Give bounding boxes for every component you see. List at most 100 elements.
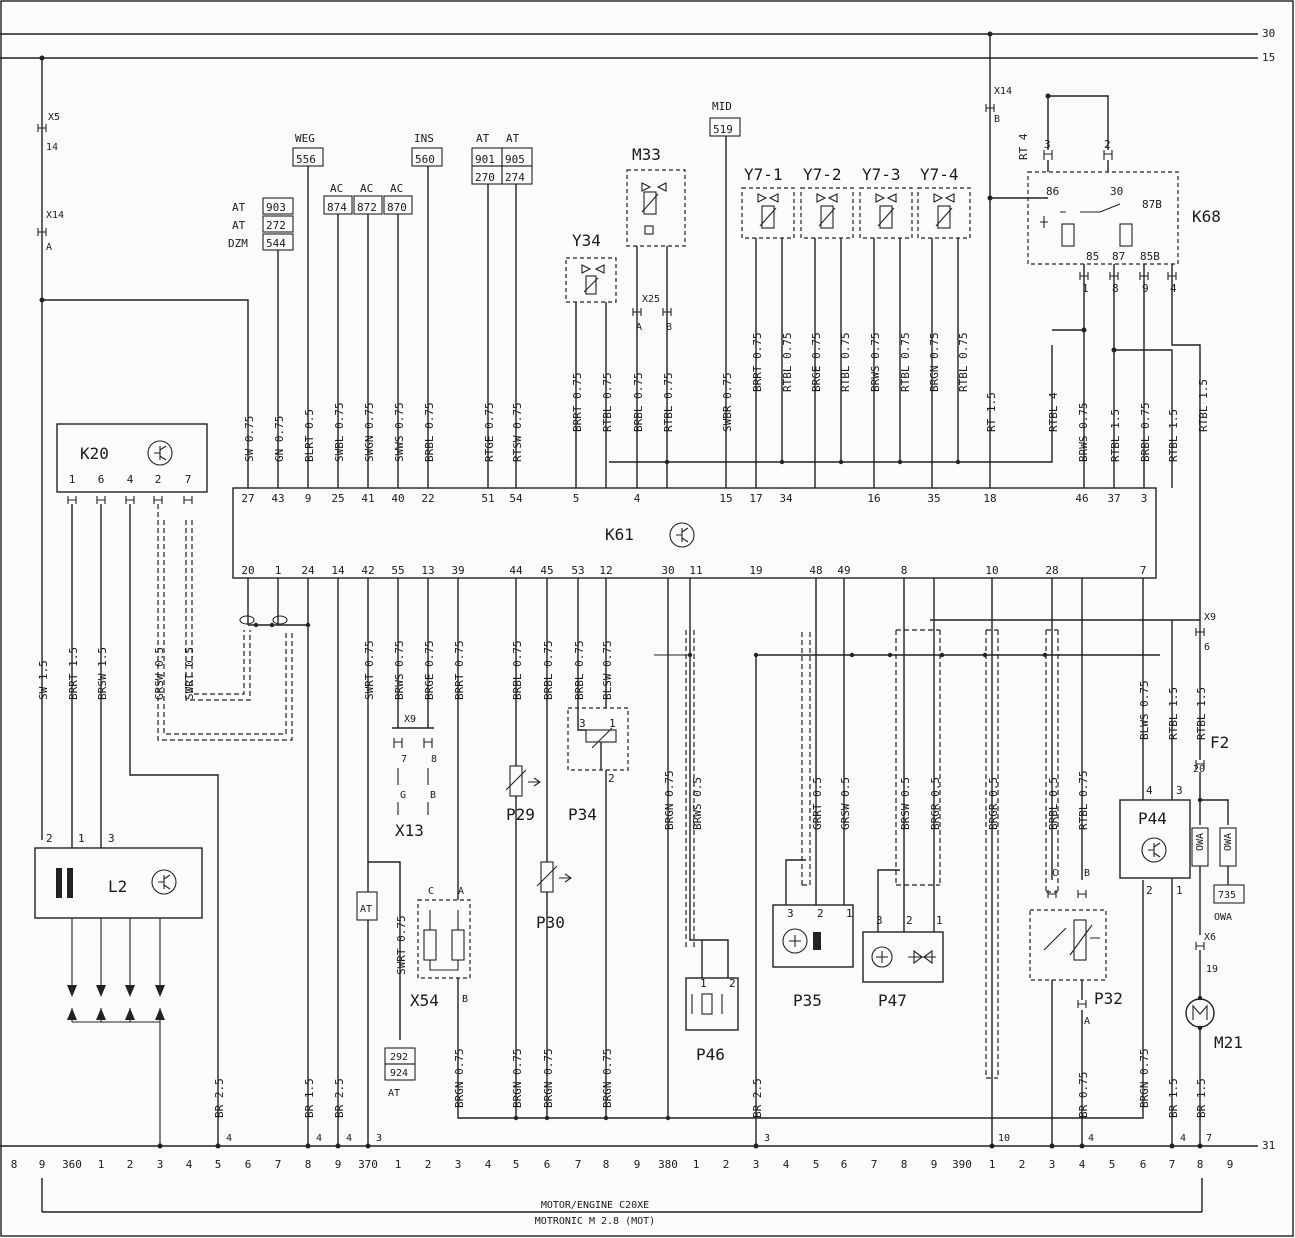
l2-transistor-icon (151, 869, 177, 895)
title-line-2: MOTRONIC M 2.8 (MOT) (535, 1216, 655, 1227)
wire-label: BRBL 0.75 (542, 640, 555, 700)
k68-label: K68 (1192, 207, 1221, 226)
ref-dzm: DZM (228, 237, 248, 250)
k61-bottom-pin: 39 (451, 564, 464, 577)
p47-pin: 3 (876, 914, 883, 927)
p34-pin: 3 (579, 717, 586, 730)
wire-label: BRBL 0.75 (573, 640, 586, 700)
bus-number: 380 (658, 1158, 678, 1171)
k61-top-pin: 35 (927, 492, 940, 505)
wire-label: BRWS 0.75 (1077, 402, 1090, 462)
wire-label: RTBL 1.5 (1197, 379, 1210, 432)
bus-number: 2 (1019, 1158, 1026, 1171)
x14a-pin: A (46, 242, 52, 253)
p32-c: C (1052, 868, 1058, 879)
x54-label: X54 (410, 991, 439, 1010)
k61-bottom-pin: 1 (275, 564, 282, 577)
k61-top-pin: 51 (481, 492, 494, 505)
bus-number: 6 (245, 1158, 252, 1171)
bus-number: 4 (1079, 1158, 1086, 1171)
k20-pin: 6 (98, 473, 105, 486)
p44-pin: 4 (1146, 784, 1153, 797)
ground-rail-label: 31 (1262, 1139, 1275, 1152)
wire-label: RTBL 1.5 (1195, 687, 1208, 740)
k61-bottom-pin: 11 (689, 564, 702, 577)
component-p46: P46 (654, 578, 739, 1118)
k61-top-pin: 54 (509, 492, 523, 505)
wire-label: SWRT 0.5 (183, 647, 196, 700)
wire-label: SWBL 0.75 (333, 402, 346, 462)
l2-pin: 3 (108, 832, 115, 845)
bus-number: 3 (1049, 1158, 1056, 1171)
k61-bottom-pin: 45 (540, 564, 553, 577)
p32-a: A (1084, 1016, 1090, 1027)
wire-label: RTBL 0.75 (601, 372, 614, 432)
ground-tap: 3 (764, 1133, 770, 1144)
wire-label: BRGR 0.5 (987, 777, 1000, 830)
component-l2: L2 (34, 847, 203, 919)
p29-label: P29 (506, 805, 535, 824)
k20-pin: 1 (69, 473, 76, 486)
p47-pin: 1 (936, 914, 943, 927)
k20-pin: 2 (155, 473, 162, 486)
bus-number: 9 (1227, 1158, 1234, 1171)
bus-number: 3 (455, 1158, 462, 1171)
k61-bottom-pin: 14 (331, 564, 345, 577)
p47-pin: 2 (906, 914, 913, 927)
ref-ac-box: 874 (327, 201, 347, 214)
component-p44: P44 (1119, 578, 1191, 1149)
bus-number: 5 (513, 1158, 520, 1171)
x13-label: X13 (395, 821, 424, 840)
k20-pin: 4 (127, 473, 134, 486)
k61-bottom-pin: 24 (301, 564, 315, 577)
k61-bottom-pin: 28 (1045, 564, 1058, 577)
rail-30: 30 (0, 27, 1275, 40)
wire-label: BRRT 0.75 (751, 332, 764, 392)
wire-label: RTBL 1.5 (1167, 687, 1180, 740)
wire-label: RTBL 0.75 (662, 372, 675, 432)
f2-pin: 20 (1193, 764, 1205, 775)
bus-number: 1 (989, 1158, 996, 1171)
injector-label: Y7-2 (803, 165, 842, 184)
x54-b: B (462, 994, 468, 1005)
wire-label: BRGE 0.75 (423, 640, 436, 700)
k61-top-pin: 37 (1107, 492, 1120, 505)
component-m21: M21 (1185, 995, 1243, 1149)
ground-tap: 4 (1088, 1133, 1094, 1144)
ref-292-at: AT (388, 1088, 400, 1099)
k61-top-pin: 40 (391, 492, 404, 505)
bus-number: 3 (157, 1158, 164, 1171)
wire-label: BR 2.5 (751, 1078, 764, 1118)
p46-label: P46 (696, 1045, 725, 1064)
wire-label: BRBL 0.75 (632, 372, 645, 432)
ref-556: 556 (296, 153, 316, 166)
ref-at1: AT (232, 201, 246, 214)
ground-tap: 4 (226, 1133, 232, 1144)
wire-label: BRBL 0.5 (1047, 777, 1060, 830)
bus-number: 5 (813, 1158, 820, 1171)
wire-label: BRGN 0.75 (511, 1048, 524, 1108)
component-x54: C A B X54 (410, 578, 1144, 1119)
wire-label: RT 4 (1017, 133, 1030, 160)
p35-pin: 1 (846, 907, 853, 920)
wire-label: BRRT 1.5 (67, 647, 80, 700)
wire-label: RTBL 1.5 (1109, 409, 1122, 462)
x14a-label: X14 (46, 210, 64, 221)
bus-number: 6 (841, 1158, 848, 1171)
p34-pin: 1 (609, 717, 616, 730)
component-m33: M33 X25 A B (626, 145, 686, 488)
wire-label: SW 1.5 (37, 660, 50, 700)
p44-pin: 3 (1176, 784, 1183, 797)
p34-pin: 2 (608, 772, 615, 785)
k61-top-pin: 46 (1075, 492, 1088, 505)
l2-label: L2 (108, 877, 127, 896)
ref-274: 274 (505, 171, 525, 184)
bus-number: 2 (425, 1158, 432, 1171)
bus-number: 8 (603, 1158, 610, 1171)
wire-label: BRWS 0.75 (393, 640, 406, 700)
ground-tap: 4 (346, 1133, 352, 1144)
x13-g: G (400, 790, 406, 801)
k61-bottom-pin: 10 (985, 564, 998, 577)
